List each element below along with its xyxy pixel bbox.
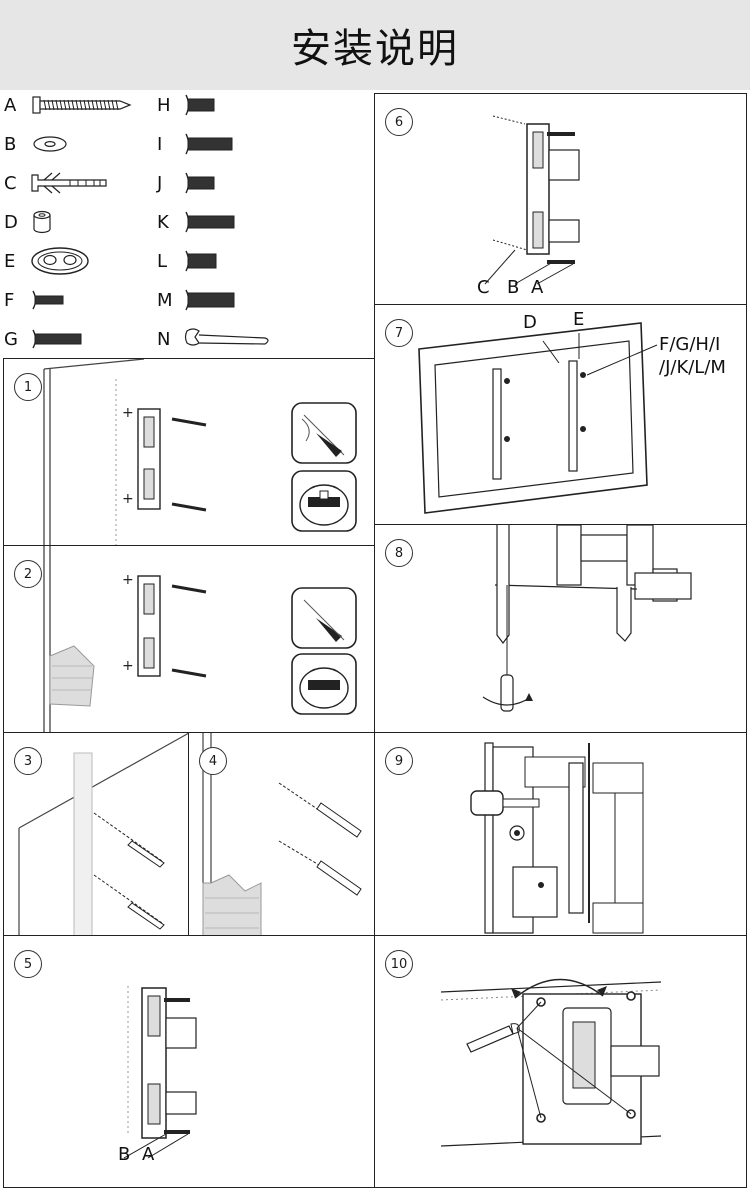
step-number-badge: 8 [385,539,413,567]
bolt-icon [185,211,235,233]
part-letter: A [4,94,17,116]
part-f: F [4,285,70,315]
callout-label: B [118,1144,131,1165]
step-5-panel: 5 B A [3,935,375,1188]
parts-list: A B C [0,90,372,358]
step-10-panel: 10 [374,935,747,1188]
part-i: I [157,129,239,159]
step-2-panel: 2 + + [3,545,375,733]
wrench-icon [184,328,269,346]
part-c: C [4,168,110,198]
bolt-icon [185,172,215,194]
part-m: M [157,285,239,315]
callout-label: F/G/H/I [659,334,721,355]
step-2-illustration: + + [43,546,357,732]
part-letter: L [157,250,168,272]
bolt-icon [185,250,217,272]
bolt-icon [32,329,82,349]
part-letter: I [157,133,163,155]
callout-label: D [523,312,537,333]
step-7-panel: 7 D E F/G/H/I /J/K/L/M [374,304,747,526]
spacer-icon [33,210,51,234]
step-1-panel: 1 + + [3,358,375,547]
svg-text:+: + [122,405,134,421]
step-4-illustration [202,733,362,936]
part-d: D [4,207,60,237]
part-e: E [4,246,94,276]
callout-label: C [477,277,490,298]
step-3-panel: 3 [3,732,190,937]
step-number-badge: 7 [385,319,413,347]
svg-text:+: + [122,491,134,507]
callout-label: B [507,277,520,298]
svg-text:+: + [122,658,134,674]
part-n: N [157,324,273,354]
part-b: B [4,129,70,159]
step-3-illustration [18,733,189,936]
part-letter: B [4,133,17,155]
step-8-illustration [482,525,692,712]
part-letter: F [4,289,15,311]
step-8-panel: 8 [374,524,747,734]
part-letter: J [157,172,163,194]
part-letter: G [4,328,18,350]
cable-grommet-icon [31,247,89,275]
callout-label: E [573,309,585,330]
callout-label: A [142,1144,155,1165]
step-number-badge: 10 [385,950,413,978]
part-g: G [4,324,90,354]
bolt-icon [185,133,233,155]
part-letter: N [157,328,171,350]
part-letter: H [157,94,171,116]
step-number-badge: 9 [385,747,413,775]
callout-label: /J/K/L/M [659,357,726,378]
step-9-panel: 9 [374,732,747,937]
part-letter: K [157,211,169,233]
part-h: H [157,90,223,120]
part-letter: C [4,172,17,194]
washer-icon [33,136,67,152]
step-number-badge: 5 [14,950,42,978]
step-number-badge: 6 [385,108,413,136]
step-6-panel: 6 C B A [374,93,747,306]
callout-label: A [531,277,544,298]
page-title: 安装说明 [291,26,459,72]
header-banner: 安装说明 [0,0,750,90]
part-a: A [4,90,140,120]
part-letter: D [4,211,18,233]
step-number-badge: 1 [14,373,42,401]
step-number-badge: 3 [14,747,42,775]
wood-screw-icon [32,96,132,114]
step-6-illustration [484,115,580,285]
step-number-badge: 4 [199,747,227,775]
step-4-panel: 4 [188,732,375,937]
svg-text:+: + [122,572,134,588]
step-5-illustration [123,986,197,1159]
part-l: L [157,246,223,276]
part-letter: M [157,289,173,311]
part-j: J [157,168,223,198]
part-letter: E [4,250,16,272]
bolt-icon [185,94,215,116]
wall-anchor-icon [31,172,107,194]
step-7-illustration [418,322,658,514]
step-10-illustration [440,978,662,1147]
part-k: K [157,207,239,237]
bolt-icon [185,289,235,311]
step-9-illustration [470,742,644,934]
bolt-icon [32,290,64,310]
step-number-badge: 2 [14,560,42,588]
step-1-illustration: + + [43,359,357,546]
